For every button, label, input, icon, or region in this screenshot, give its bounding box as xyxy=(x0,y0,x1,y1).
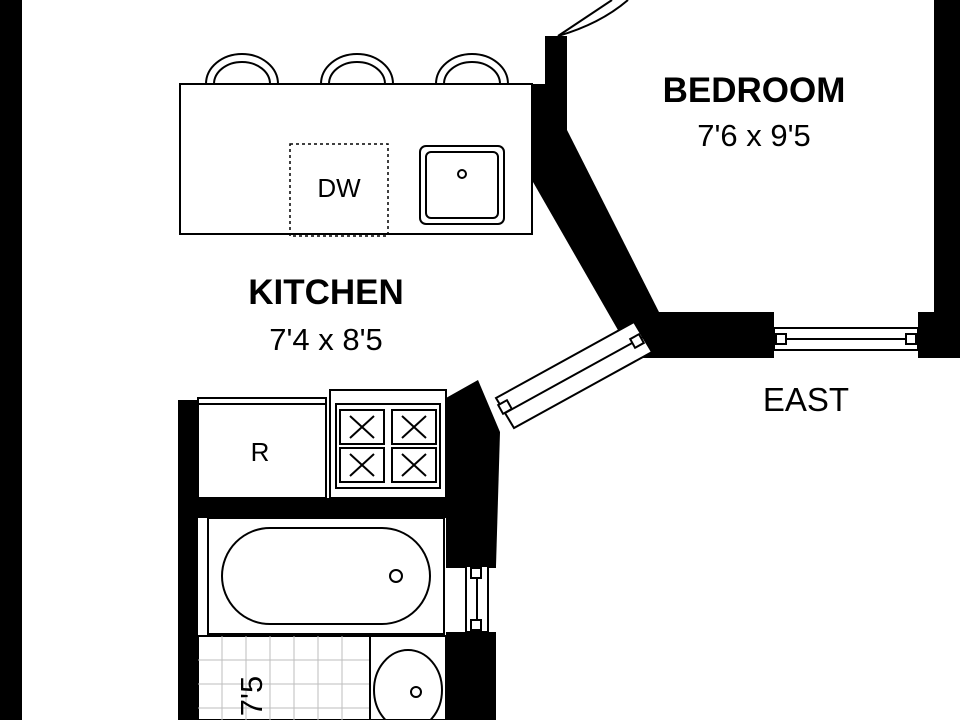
refrigerator-label: R xyxy=(251,437,270,467)
bath-dimensions: 7'5 xyxy=(234,676,269,716)
bath-east-wall-upper xyxy=(446,540,496,568)
bath-corner-wall xyxy=(446,380,500,566)
diagonal-wall xyxy=(533,130,662,358)
bathtub-drain xyxy=(389,569,403,583)
bedroom-east-wall xyxy=(934,0,960,358)
bath-east-wall-lower xyxy=(446,632,496,720)
bath-north-wall xyxy=(178,498,478,518)
refrigerator xyxy=(197,397,327,499)
bath-west-wall xyxy=(178,400,198,720)
bath-tile-floor xyxy=(197,635,375,720)
kitchen-name: KITCHEN xyxy=(248,273,404,312)
bedroom-door-swing xyxy=(557,0,629,37)
bedroom-door-leaf xyxy=(557,0,613,37)
kitchen-sink-drain xyxy=(457,169,467,179)
bedroom-south-wall-east xyxy=(918,312,960,358)
bedroom-name: BEDROOM xyxy=(663,71,846,110)
bath-sink-basin xyxy=(373,649,443,720)
dishwasher-label: DW xyxy=(317,173,361,203)
bar-stools xyxy=(204,53,510,85)
bedroom-window xyxy=(773,327,919,351)
bath-sink-drain xyxy=(410,686,422,698)
bedroom-door-jamb xyxy=(545,36,567,86)
bedroom-dimensions: 7'6 x 9'5 xyxy=(697,118,811,153)
kitchen-dimensions: 7'4 x 8'5 xyxy=(269,322,383,357)
bath-vanity xyxy=(369,635,447,720)
bathtub xyxy=(207,517,445,635)
kitchen-window xyxy=(494,320,654,430)
bath-window xyxy=(465,565,489,633)
dishwasher-outline xyxy=(289,143,389,237)
bedroom-south-wall-west xyxy=(634,312,774,358)
kitchen-sink xyxy=(419,145,505,225)
west-wall xyxy=(0,0,22,720)
kitchen-sink-basin xyxy=(425,151,499,219)
stove xyxy=(329,389,447,499)
compass-east-label: EAST xyxy=(763,381,849,418)
bathtub-basin xyxy=(221,527,431,625)
